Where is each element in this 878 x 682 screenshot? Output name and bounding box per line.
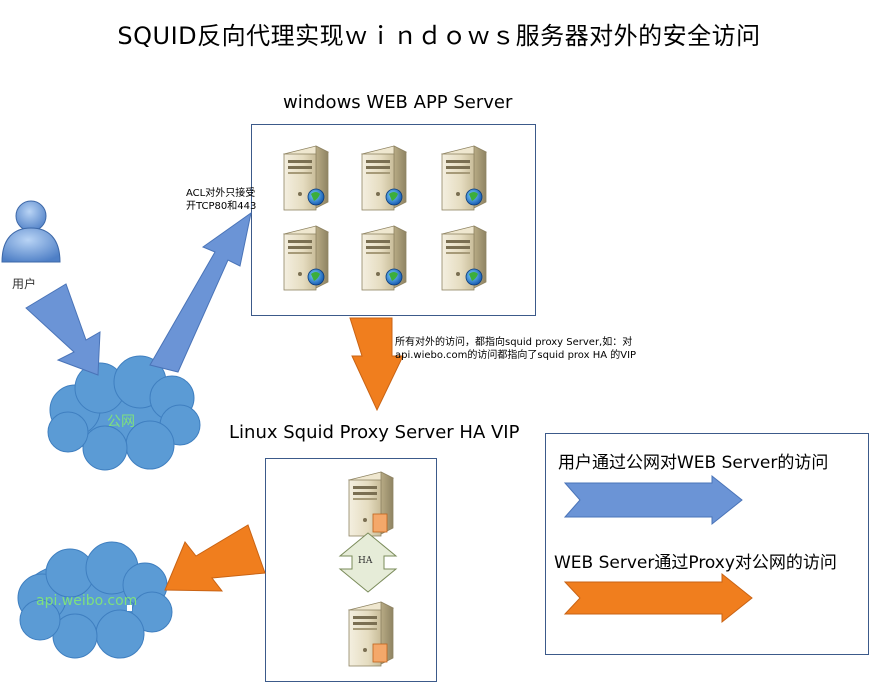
- linux-proxy-label: Linux Squid Proxy Server HA VIP: [229, 422, 520, 443]
- legend-blue-arrow: [563, 474, 743, 526]
- acl-note-line1: ACL对外只接受: [186, 188, 256, 199]
- acl-note-line2: 开TCP80和443: [186, 201, 257, 212]
- ha-label: HA: [358, 556, 373, 566]
- proxy-note: 所有对外的访问，都指向squid proxy Server,如：对 api.wi…: [395, 336, 636, 362]
- proxy-server-bottom: [348, 601, 394, 667]
- cloud-to-server-arrow: [149, 211, 252, 373]
- ha-double-arrow: [338, 532, 398, 593]
- acl-note: ACL对外只接受 开TCP80和443: [186, 187, 256, 213]
- windows-server-5: [361, 225, 407, 291]
- legend-orange-text: WEB Server通过Proxy对公网的访问: [554, 553, 837, 573]
- api-cloud-label: api.weibo.com: [36, 593, 138, 609]
- windows-server-6: [441, 225, 487, 291]
- legend-blue-text: 用户通过公网对WEB Server的访问: [558, 453, 829, 473]
- api-cloud: [17, 541, 173, 659]
- server-to-proxy-arrow: [349, 317, 404, 412]
- proxy-to-api-arrow: [164, 524, 266, 592]
- legend-box: 用户通过公网对WEB Server的访问 WEB Server通过Proxy对公…: [545, 433, 869, 655]
- proxy-note-line2: api.wiebo.com的访问都指向了squid prox HA 的VIP: [395, 350, 637, 361]
- windows-server-2: [361, 145, 407, 211]
- user-icon: [1, 200, 61, 263]
- legend-orange-arrow: [563, 572, 753, 624]
- windows-server-1: [283, 145, 329, 211]
- public-cloud: [47, 355, 201, 471]
- user-label: 用户: [12, 277, 37, 291]
- proxy-server-top: [348, 471, 394, 537]
- windows-server-3: [441, 145, 487, 211]
- windows-server-4: [283, 225, 329, 291]
- diagram-title: SQUID反向代理实现ｗｉｎｄｏｗｓ服务器对外的安全访问: [117, 22, 761, 50]
- proxy-note-line1: 所有对外的访问，都指向squid proxy Server,如：对: [395, 337, 633, 348]
- api-cloud-marker: [127, 605, 132, 611]
- user-to-cloud-arrow: [25, 283, 101, 376]
- windows-server-label: windows WEB APP Server: [283, 92, 513, 113]
- public-cloud-label: 公网: [107, 414, 135, 430]
